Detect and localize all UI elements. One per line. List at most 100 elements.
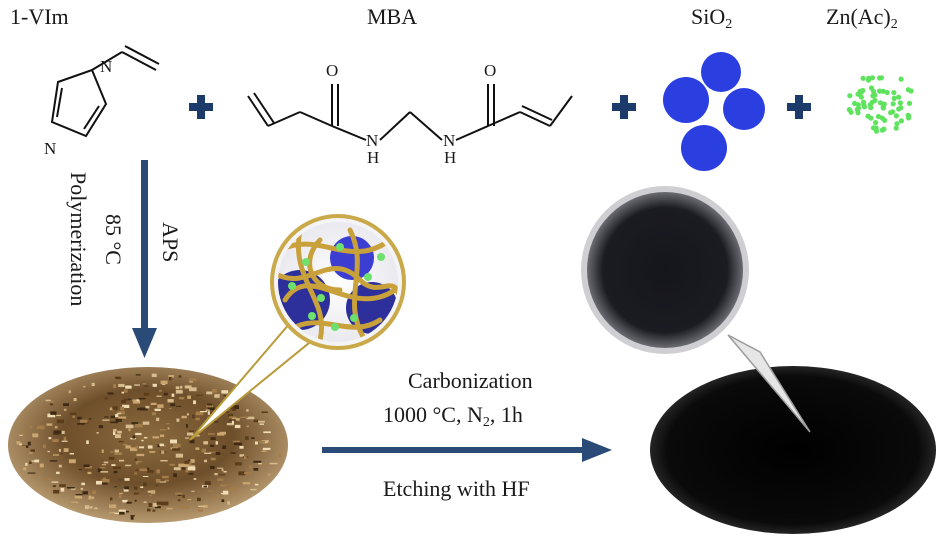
polymer-speck xyxy=(58,448,61,452)
polymer-speck xyxy=(135,469,139,471)
polymer-speck xyxy=(140,486,144,488)
polymer-speck xyxy=(134,384,140,386)
polymer-speck xyxy=(107,392,114,395)
polymer-speck xyxy=(195,447,200,450)
polymer-speck xyxy=(154,408,161,411)
polymer-speck xyxy=(124,478,130,481)
zinc-dot xyxy=(893,125,899,131)
polymer-speck xyxy=(210,457,216,461)
polymer-speck xyxy=(123,398,131,401)
polymer-speck xyxy=(115,376,121,379)
polymer-speck xyxy=(110,451,114,453)
polymer-speck xyxy=(178,397,185,400)
polymer-speck xyxy=(21,428,24,431)
polymer-speck xyxy=(48,437,52,440)
carbon-zoom-callout xyxy=(581,186,811,433)
polymer-speck xyxy=(205,409,210,411)
polymer-speck xyxy=(262,447,271,450)
polymer-speck xyxy=(159,481,167,483)
polymer-speck xyxy=(22,431,25,436)
polymer-speck xyxy=(187,498,192,501)
polymer-speck xyxy=(156,395,162,397)
polymer-speck xyxy=(59,484,66,487)
polymer-speck xyxy=(87,471,92,475)
polymer-speck xyxy=(149,495,152,497)
polymer-speck xyxy=(195,411,204,416)
polymer-speck xyxy=(147,490,153,493)
zinc-dot xyxy=(870,93,876,99)
polymer-speck xyxy=(46,423,53,426)
polymer-speck xyxy=(116,412,122,415)
polymer-speck xyxy=(221,499,225,503)
zinc-dot xyxy=(884,89,890,96)
polymer-speck xyxy=(217,467,223,469)
polymer-speck xyxy=(233,440,240,443)
polymer-speck xyxy=(63,408,67,411)
polymer-speck xyxy=(126,501,132,504)
polymer-speck xyxy=(186,424,188,428)
polymer-speck xyxy=(147,470,154,473)
polymer-speck xyxy=(144,385,149,387)
atom-n-vinyl: N xyxy=(100,57,113,76)
polymer-speck xyxy=(218,474,226,476)
polymer-speck xyxy=(254,483,259,486)
zinc-dot xyxy=(860,75,866,81)
zinc-dot xyxy=(891,90,897,96)
polymer-speck xyxy=(101,479,110,483)
carbon-pile xyxy=(650,366,936,534)
polymer-speck xyxy=(217,494,221,496)
vinylimidazole-structure xyxy=(50,45,160,138)
polymer-speck xyxy=(253,468,259,471)
polymer-speck xyxy=(175,386,180,390)
polymer-speck xyxy=(132,435,136,439)
mba-structure xyxy=(247,84,573,141)
polymer-speck xyxy=(148,503,152,507)
polymer-speck xyxy=(134,458,137,463)
polymer-speck xyxy=(227,501,230,505)
polymer-speck xyxy=(200,411,207,413)
polymer-speck xyxy=(77,416,82,420)
polymer-speck xyxy=(130,514,135,517)
polymer-speck xyxy=(239,454,245,457)
polymer-speck xyxy=(188,472,194,475)
polymer-speck xyxy=(53,454,60,456)
polymer-speck xyxy=(50,400,54,404)
polymer-speck xyxy=(185,437,190,439)
polymer-speck xyxy=(230,452,236,454)
zinc-dot xyxy=(897,100,904,106)
carbonization-arrow xyxy=(322,438,612,462)
polymer-speck xyxy=(246,409,249,412)
polymer-speck xyxy=(175,468,180,471)
polymer-speck xyxy=(136,453,145,457)
polymer-speck xyxy=(246,425,249,427)
polymer-speck xyxy=(135,462,139,465)
polymer-speck xyxy=(139,468,148,472)
polymer-speck xyxy=(173,473,177,478)
polymer-speck xyxy=(150,402,157,405)
zinc-dot xyxy=(868,85,875,91)
polymer-speck xyxy=(66,487,75,489)
polymer-speck xyxy=(82,491,88,495)
zinc-dot xyxy=(861,102,867,108)
zinc-dot xyxy=(846,107,853,113)
polymer-speck xyxy=(221,493,226,495)
polymer-speck xyxy=(27,472,36,474)
polymer-speck xyxy=(97,468,102,473)
polymer-speck xyxy=(133,448,136,451)
polymer-speck xyxy=(100,471,108,473)
label-mba: MBA xyxy=(367,4,418,29)
polymer-speck xyxy=(115,418,122,422)
polymer-speck xyxy=(168,408,172,409)
polymer-speck xyxy=(52,485,56,488)
polymer-speck xyxy=(261,411,268,413)
polymer-speck xyxy=(119,511,125,515)
polymer-speck xyxy=(70,412,77,415)
polymer-speck xyxy=(134,499,137,502)
polymer-speck xyxy=(78,469,82,471)
polymer-speck xyxy=(80,487,84,490)
polymer-speck xyxy=(113,466,121,470)
polymer-speck xyxy=(229,416,237,419)
polymer-speck xyxy=(207,407,215,411)
polymer-speck xyxy=(20,445,26,449)
